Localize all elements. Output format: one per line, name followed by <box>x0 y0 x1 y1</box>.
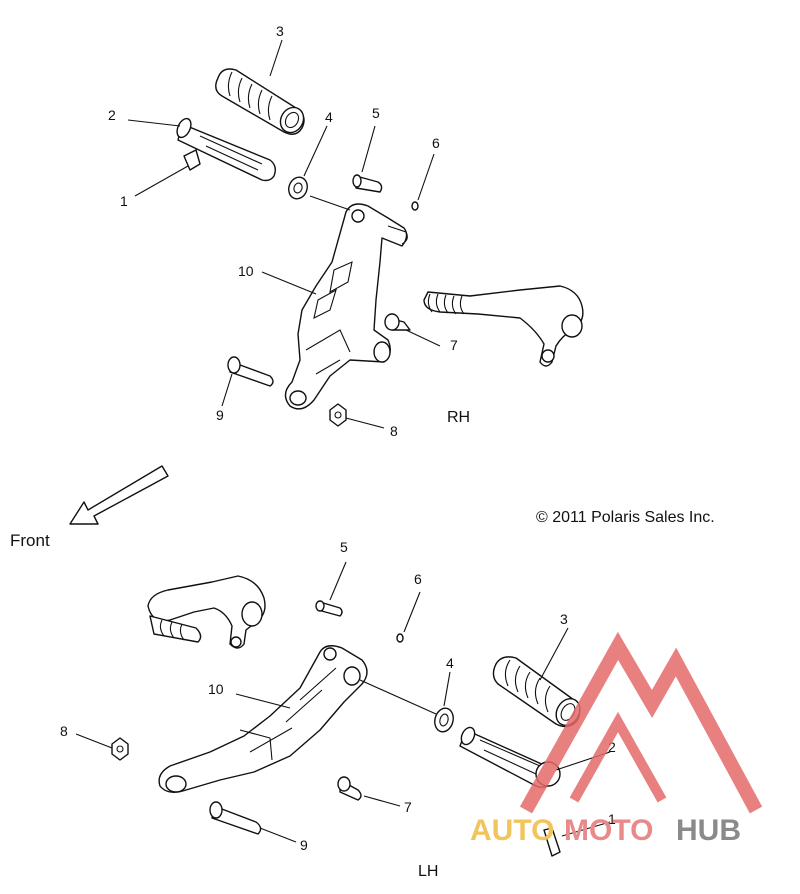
rh-callout-9: 9 <box>216 407 224 423</box>
lh-roll-pin <box>543 827 561 857</box>
rh-callout-4: 4 <box>325 109 333 125</box>
rh-side-label: RH <box>447 409 470 426</box>
lh-callout-4: 4 <box>446 655 454 671</box>
lh-cotter-pin <box>396 633 404 643</box>
watermark-logo <box>519 631 763 814</box>
lh-callouts: 5 6 3 4 2 1 10 8 7 9 <box>60 539 616 853</box>
lh-callout-7: 7 <box>404 799 412 815</box>
lh-callout-1: 1 <box>608 811 616 827</box>
rh-callout-7: 7 <box>450 337 458 353</box>
rh-shift-lever <box>423 285 584 367</box>
rh-clevis-pin <box>352 174 383 193</box>
lh-bolt-9 <box>209 801 262 835</box>
lh-callout-10: 10 <box>208 681 224 697</box>
watermark-moto: MOTO <box>564 814 653 847</box>
watermark-auto: AUTO <box>470 814 554 847</box>
lh-callout-5: 5 <box>340 539 348 555</box>
lh-shift-lever <box>147 575 266 649</box>
rh-callout-8: 8 <box>390 423 398 439</box>
rh-callout-1: 1 <box>120 193 128 209</box>
lh-callout-2: 2 <box>608 739 616 755</box>
rh-cotter-pin <box>411 201 419 211</box>
lh-clevis-pin <box>315 600 343 617</box>
rh-footpeg-pin <box>176 117 277 182</box>
rh-bolt-9 <box>227 356 274 387</box>
rh-callout-6: 6 <box>432 135 440 151</box>
watermark-triangle-icon <box>519 631 763 814</box>
watermark-inner-triangle-icon <box>569 711 667 803</box>
lh-callout-9: 9 <box>300 837 308 853</box>
rh-callout-2: 2 <box>108 107 116 123</box>
lh-bolt-7 <box>337 776 362 801</box>
rh-nut <box>329 403 347 427</box>
rh-roll-pin <box>183 149 201 171</box>
rh-washer <box>288 176 308 200</box>
lh-callout-3: 3 <box>560 611 568 627</box>
lh-brake-pedal <box>158 645 368 793</box>
copyright-text: © 2011 Polaris Sales Inc. <box>536 509 715 526</box>
watermark-text: AUTO MOTO HUB <box>470 814 741 847</box>
rh-assembly <box>127 39 584 429</box>
lh-callout-8: 8 <box>60 723 68 739</box>
lh-leaders <box>75 561 611 843</box>
rh-grip <box>215 68 305 135</box>
front-label: Front <box>10 531 50 550</box>
lh-callout-6: 6 <box>414 571 422 587</box>
lh-washer <box>434 707 454 733</box>
rh-callouts: 3 2 1 4 5 6 10 7 9 8 <box>108 23 458 439</box>
watermark-hub: HUB <box>676 814 741 847</box>
lh-nut <box>111 737 129 761</box>
front-arrow-icon <box>69 465 169 525</box>
lh-assembly <box>75 561 611 857</box>
rh-callout-5: 5 <box>372 105 380 121</box>
rh-bolt-7 <box>384 313 411 331</box>
rh-callout-3: 3 <box>276 23 284 39</box>
rh-callout-10: 10 <box>238 263 254 279</box>
lh-side-label: LH <box>418 863 438 880</box>
rh-bracket <box>284 203 408 410</box>
rh-leaders <box>127 39 441 429</box>
